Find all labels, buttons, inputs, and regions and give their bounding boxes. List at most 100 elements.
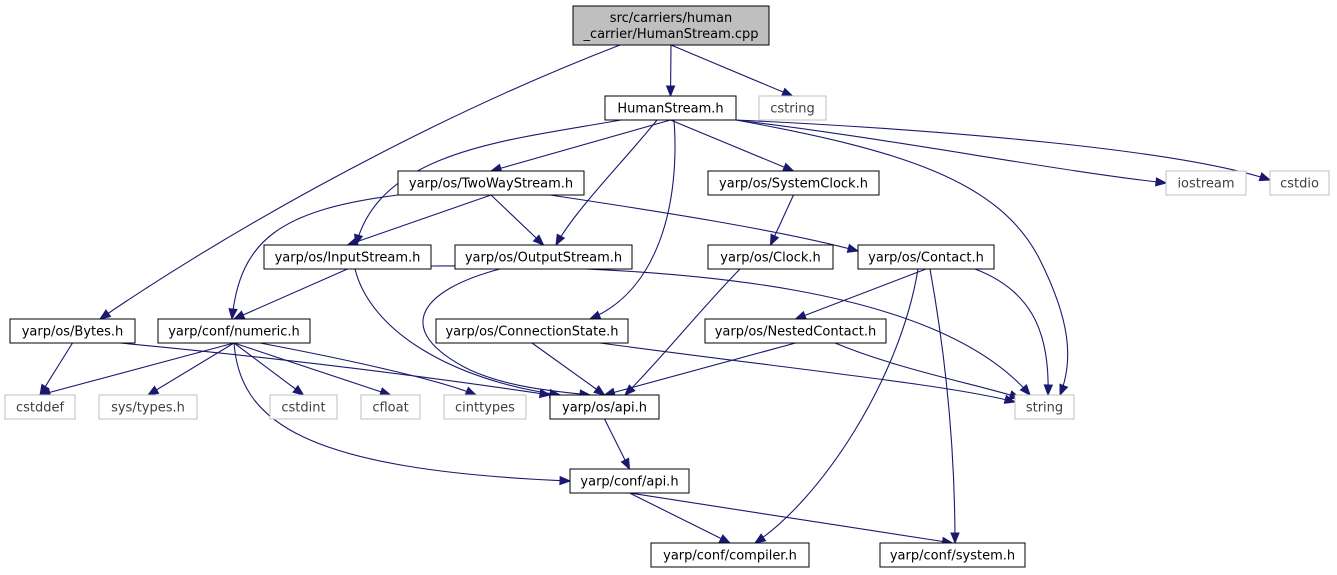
edge-connectionstate-to-osapi bbox=[531, 342, 606, 396]
node-label: sys/types.h bbox=[111, 401, 185, 416]
node-box bbox=[98, 394, 198, 420]
node-cstdio: cstdio bbox=[1269, 170, 1330, 196]
node-box bbox=[454, 244, 633, 270]
node-nestedcontact[interactable]: yarp/os/NestedContact.h bbox=[704, 318, 887, 344]
node-label: yarp/conf/system.h bbox=[890, 549, 1015, 564]
node-box bbox=[569, 468, 690, 494]
node-label: cstdio bbox=[1280, 177, 1319, 192]
node-label: cstddef bbox=[16, 401, 65, 416]
node-clock[interactable]: yarp/os/Clock.h bbox=[707, 244, 834, 270]
node-osapi[interactable]: yarp/os/api.h bbox=[549, 394, 660, 420]
edge-humanstream-to-cstdio bbox=[735, 119, 1272, 182]
node-systypes: sys/types.h bbox=[98, 394, 198, 420]
edge-twowaystream-to-outputstream bbox=[490, 194, 545, 246]
edge-contact-to-compiler bbox=[753, 268, 919, 544]
edge-layer bbox=[38, 44, 1272, 547]
node-confapi[interactable]: yarp/conf/api.h bbox=[569, 468, 690, 494]
edge-contact-to-system bbox=[929, 268, 960, 545]
node-label: _carrier/HumanStream.cpp bbox=[582, 27, 758, 42]
edge-nestedcontact-to-string bbox=[834, 342, 1022, 400]
node-systemclock[interactable]: yarp/os/SystemClock.h bbox=[707, 170, 880, 196]
node-box bbox=[443, 394, 527, 420]
node-box bbox=[4, 394, 76, 420]
node-box bbox=[360, 394, 421, 420]
node-twowaystream[interactable]: yarp/os/TwoWayStream.h bbox=[397, 170, 585, 196]
edge-root-to-humanstream bbox=[665, 44, 676, 98]
node-box bbox=[857, 244, 995, 270]
node-box bbox=[650, 542, 810, 568]
node-label: yarp/os/ConnectionState.h bbox=[445, 325, 618, 340]
node-connectionstate[interactable]: yarp/os/ConnectionState.h bbox=[435, 318, 629, 344]
edge-osapi-to-confapi bbox=[604, 418, 631, 471]
edge-systemclock-to-clock bbox=[769, 194, 794, 247]
node-bytes[interactable]: yarp/os/Bytes.h bbox=[9, 318, 136, 344]
edge-nestedcontact-to-osapi bbox=[603, 342, 796, 397]
node-label: yarp/os/SystemClock.h bbox=[719, 177, 868, 192]
node-box bbox=[1014, 394, 1075, 420]
node-label: yarp/os/api.h bbox=[562, 401, 647, 416]
node-box bbox=[1269, 170, 1330, 196]
node-label: yarp/conf/compiler.h bbox=[663, 549, 797, 564]
node-label: cstring bbox=[770, 102, 814, 117]
node-box bbox=[758, 95, 827, 121]
node-box bbox=[9, 318, 136, 344]
node-box bbox=[1165, 170, 1247, 196]
node-iostream: iostream bbox=[1165, 170, 1247, 196]
node-label: cstdint bbox=[281, 401, 325, 416]
node-label: iostream bbox=[1177, 177, 1234, 192]
node-label: src/carriers/human bbox=[610, 11, 732, 26]
edge-humanstream-to-twowaystream bbox=[489, 119, 671, 173]
edge-numeric-to-cstdint bbox=[233, 342, 305, 396]
node-string: string bbox=[1014, 394, 1075, 420]
node-contact[interactable]: yarp/os/Contact.h bbox=[857, 244, 995, 270]
node-label: yarp/os/Bytes.h bbox=[22, 325, 124, 340]
node-label: yarp/conf/api.h bbox=[580, 475, 678, 490]
edge-numeric-to-cinttypes bbox=[259, 342, 478, 396]
node-system[interactable]: yarp/conf/system.h bbox=[879, 542, 1026, 568]
node-inputstream[interactable]: yarp/os/InputStream.h bbox=[263, 244, 432, 270]
edge-contact-to-string bbox=[974, 268, 1054, 397]
edge-twowaystream-to-inputstream bbox=[346, 194, 492, 247]
node-humanstream[interactable]: HumanStream.h bbox=[604, 95, 737, 121]
edge-root-to-bytes bbox=[98, 44, 621, 320]
node-box bbox=[572, 5, 770, 46]
edge-humanstream-to-systemclock bbox=[670, 119, 795, 172]
node-outputstream[interactable]: yarp/os/OutputStream.h bbox=[454, 244, 633, 270]
node-label: cinttypes bbox=[455, 401, 515, 416]
node-label: HumanStream.h bbox=[617, 102, 723, 117]
node-cstring: cstring bbox=[758, 95, 827, 121]
node-cfloat: cfloat bbox=[360, 394, 421, 420]
node-box bbox=[157, 318, 311, 344]
edge-numeric-to-cfloat bbox=[233, 342, 392, 397]
node-box bbox=[604, 95, 737, 121]
edge-numeric-to-cstddef bbox=[38, 342, 235, 397]
node-box bbox=[879, 542, 1026, 568]
node-label: yarp/os/NestedContact.h bbox=[715, 325, 877, 340]
edge-humanstream-to-connectionstate bbox=[588, 119, 676, 320]
edge-inputstream-to-numeric bbox=[232, 268, 348, 320]
node-cstdint: cstdint bbox=[269, 394, 338, 420]
edge-connectionstate-to-string bbox=[599, 342, 1017, 404]
edge-humanstream-to-string bbox=[735, 119, 1069, 397]
edge-confapi-to-system bbox=[629, 492, 954, 547]
node-label: yarp/os/Clock.h bbox=[720, 251, 820, 266]
node-box bbox=[707, 244, 834, 270]
node-box bbox=[707, 170, 880, 196]
node-box bbox=[397, 170, 585, 196]
node-label: string bbox=[1026, 401, 1063, 416]
edge-twowaystream-to-numeric bbox=[228, 194, 399, 321]
edge-humanstream-to-outputstream bbox=[555, 119, 658, 247]
edge-bytes-to-osapi bbox=[119, 342, 552, 399]
edge-numeric-to-systypes bbox=[146, 342, 235, 396]
edge-root-to-cstring bbox=[670, 44, 794, 97]
node-cstddef: cstddef bbox=[4, 394, 76, 420]
node-box bbox=[269, 394, 338, 420]
node-label: yarp/os/TwoWayStream.h bbox=[409, 177, 573, 192]
node-box bbox=[549, 394, 660, 420]
node-compiler[interactable]: yarp/conf/compiler.h bbox=[650, 542, 810, 568]
edge-numeric-to-confapi bbox=[233, 342, 572, 486]
node-root[interactable]: src/carriers/human_carrier/HumanStream.c… bbox=[572, 5, 770, 46]
node-label: yarp/os/OutputStream.h bbox=[465, 251, 622, 266]
node-numeric[interactable]: yarp/conf/numeric.h bbox=[157, 318, 311, 344]
